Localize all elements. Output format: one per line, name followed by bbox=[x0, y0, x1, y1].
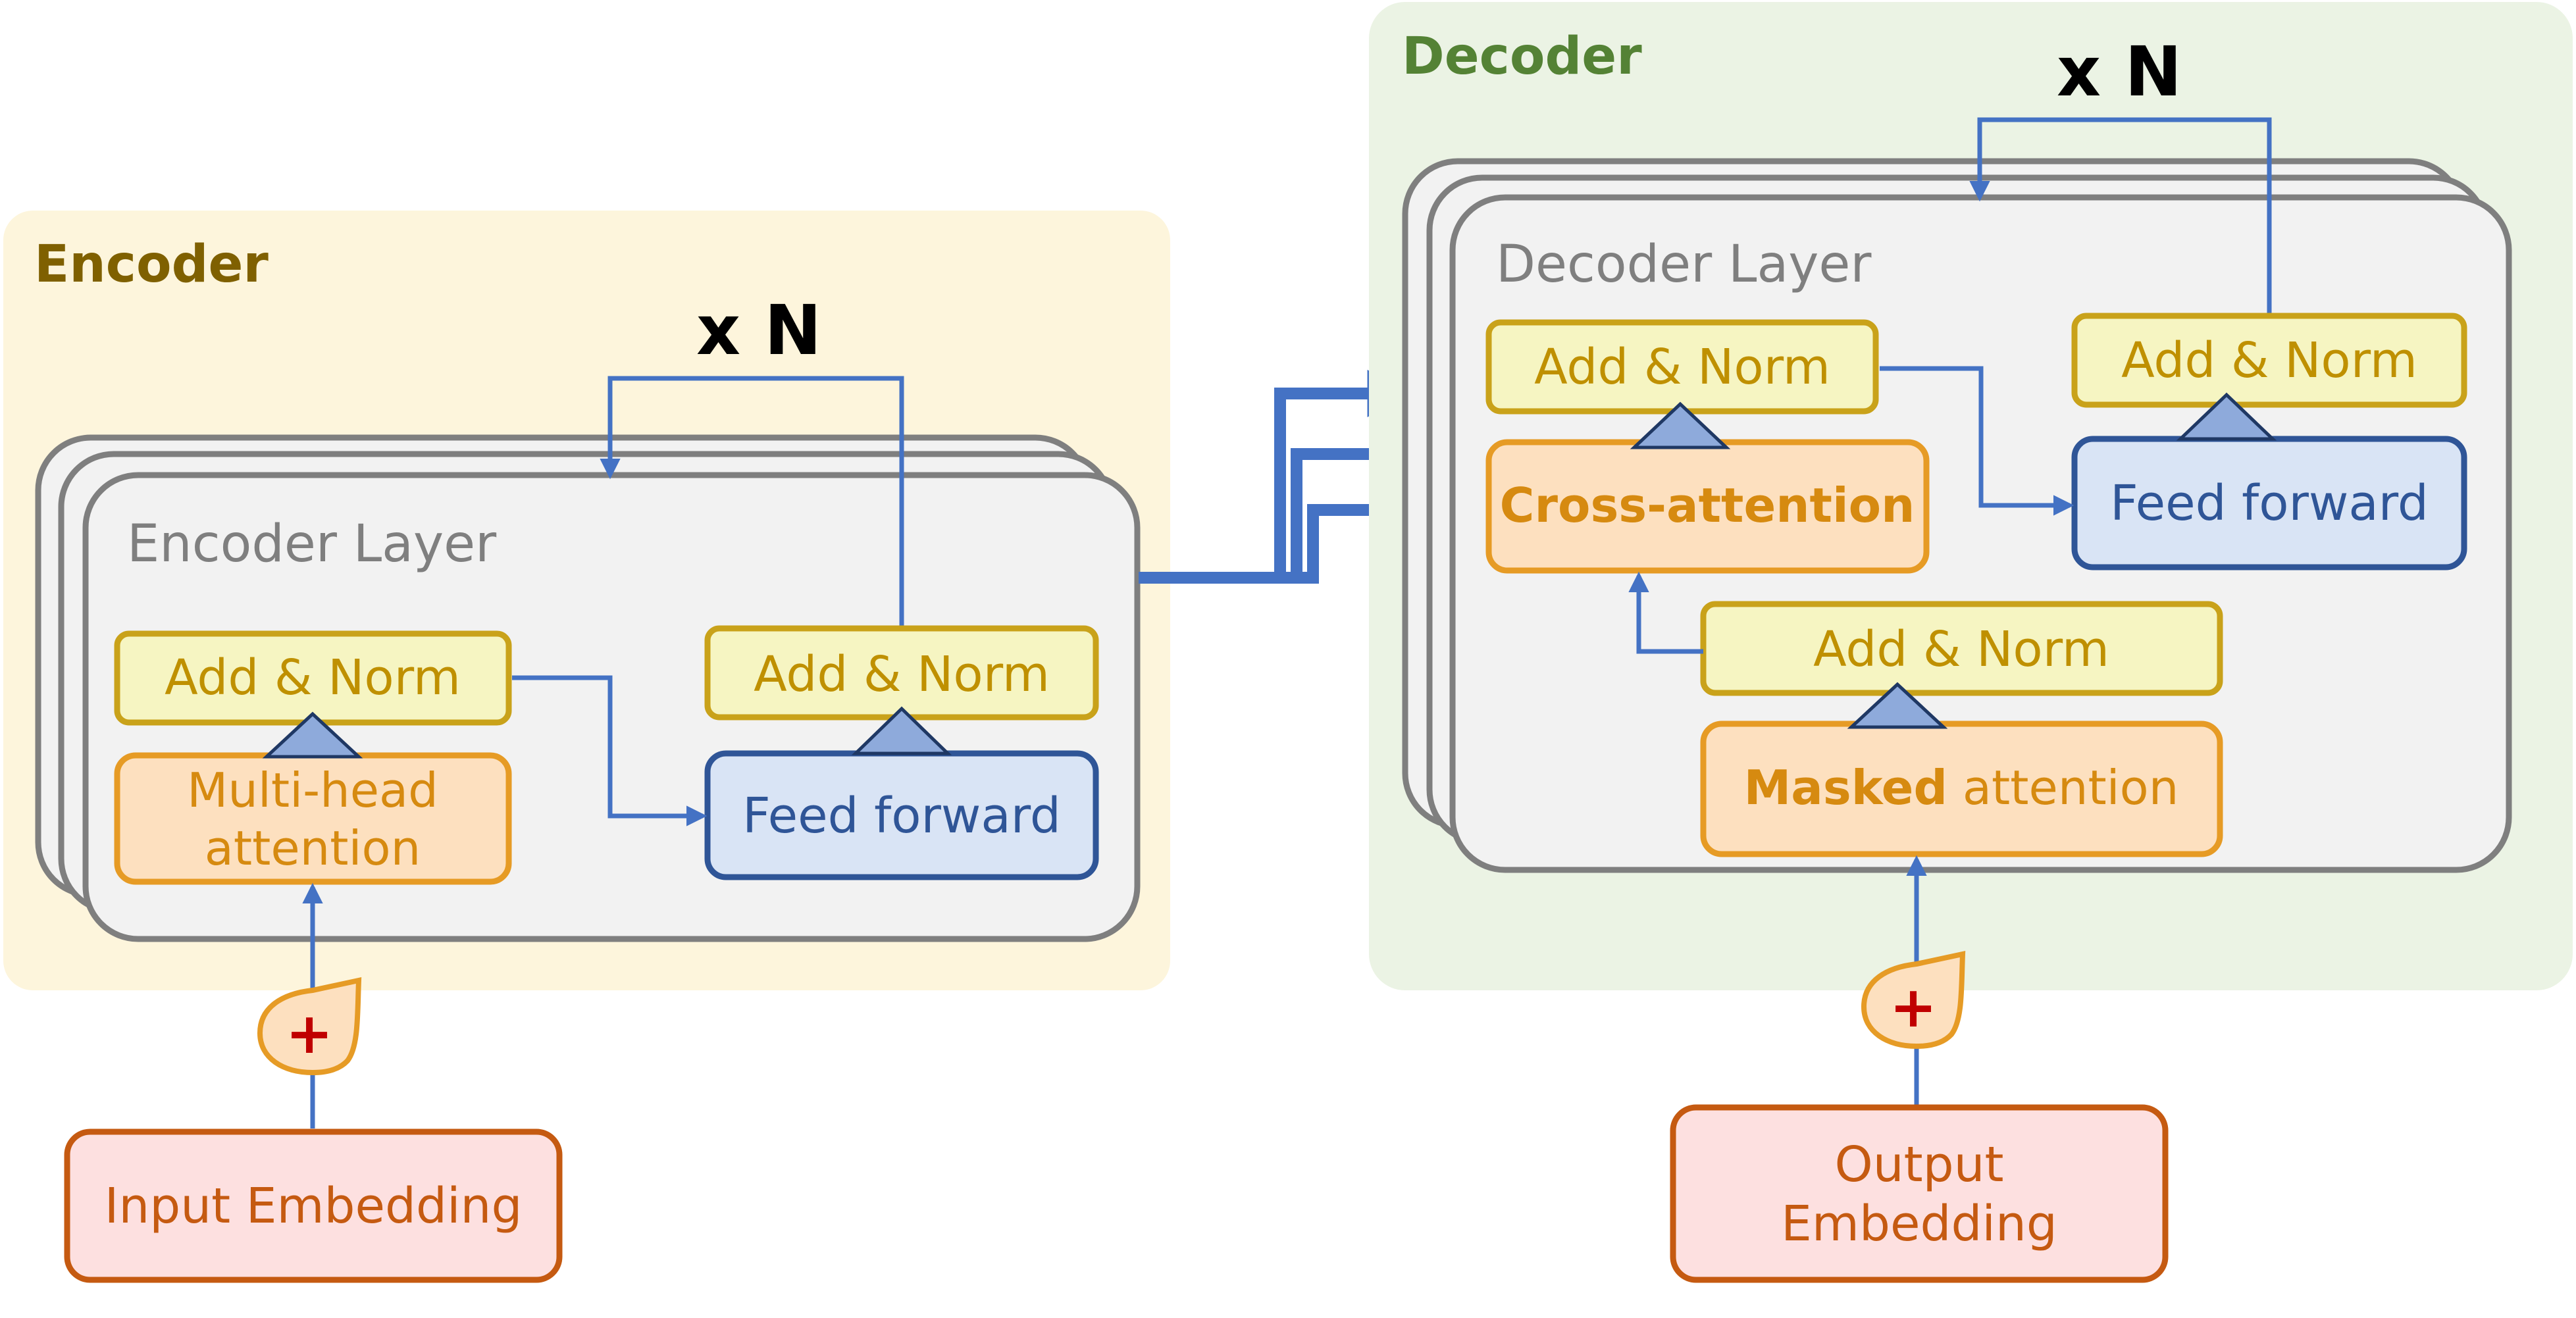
decoder-add-norm-ff-label: Add & Norm bbox=[2121, 332, 2417, 389]
encoder-add-norm-left-label: Add & Norm bbox=[165, 649, 461, 706]
encoder-panel: Encoder Encoder Layer x N Add & Norm Mul… bbox=[3, 211, 1170, 1283]
encoder-layer-label: Encoder Layer bbox=[127, 515, 497, 574]
decoder-positional-plus-icon: + bbox=[1890, 975, 1937, 1040]
encoder-ff-to-norm-triangle bbox=[851, 706, 952, 755]
encoder-input-embedding bbox=[64, 1128, 563, 1283]
encoder-repeat-loop-arrow bbox=[600, 376, 904, 626]
decoder-output-embedding-label-line2: Embedding bbox=[1781, 1196, 2057, 1252]
decoder-layer-label: Decoder Layer bbox=[1496, 235, 1872, 294]
encoder-feed-forward-label: Feed forward bbox=[742, 788, 1061, 844]
decoder-masked-bold-label: Masked bbox=[1744, 760, 1947, 815]
encoder-title: Encoder bbox=[34, 235, 269, 294]
decoder-panel: Decoder Decoder Layer x N Add & Norm Cro… bbox=[1369, 2, 2573, 1283]
decoder-repeat-loop-arrow bbox=[1969, 117, 2272, 316]
decoder-repeat-label: x N bbox=[2057, 32, 2182, 112]
decoder-add-norm-masked-label: Add & Norm bbox=[1813, 621, 2109, 678]
encoder-norm-to-ff-arrow bbox=[512, 675, 708, 826]
decoder-output-embedding-label-line1: Output bbox=[1834, 1136, 2003, 1193]
decoder-masked-norm-to-cross-arrow bbox=[1628, 571, 1703, 654]
decoder-cross-to-norm-triangle bbox=[1630, 401, 1731, 449]
decoder-feed-forward-label: Feed forward bbox=[2110, 475, 2429, 532]
decoder-masked-rest-label: attention bbox=[1947, 760, 2178, 815]
encoder-attention-to-norm-triangle bbox=[262, 711, 363, 759]
decoder-ff-to-norm-triangle bbox=[2176, 392, 2277, 441]
encoder-positional-plus-icon: + bbox=[286, 1001, 333, 1067]
decoder-cross-attention-label: Cross-attention bbox=[1500, 478, 1915, 533]
encoder-repeat-label: x N bbox=[696, 290, 821, 370]
decoder-title: Decoder bbox=[1402, 27, 1642, 86]
decoder-add-norm-masked bbox=[1700, 601, 2223, 696]
decoder-masked-to-norm-triangle bbox=[1847, 682, 1948, 729]
encoder-positional-plus-shape bbox=[257, 977, 362, 1076]
decoder-add-norm-cross-label: Add & Norm bbox=[1534, 339, 1830, 395]
decoder-output-embedding bbox=[1670, 1104, 2169, 1283]
encoder-output-arrow-top bbox=[1139, 370, 1415, 584]
decoder-masked-attention bbox=[1700, 721, 2223, 857]
encoder-input-embedding-label: Input Embedding bbox=[105, 1178, 523, 1234]
decoder-norm-to-ff-arrow bbox=[1880, 366, 2074, 516]
encoder-attention-label-line2: attention bbox=[205, 821, 421, 876]
decoder-add-norm-ff bbox=[2071, 313, 2467, 408]
encoder-add-norm-right-label: Add & Norm bbox=[754, 646, 1050, 703]
decoder-positional-plus-shape bbox=[1861, 951, 1966, 1050]
encoder-attention-label-line1: Multi-head bbox=[187, 763, 438, 818]
decoder-masked-attention-label: Masked attention bbox=[1744, 760, 2179, 815]
